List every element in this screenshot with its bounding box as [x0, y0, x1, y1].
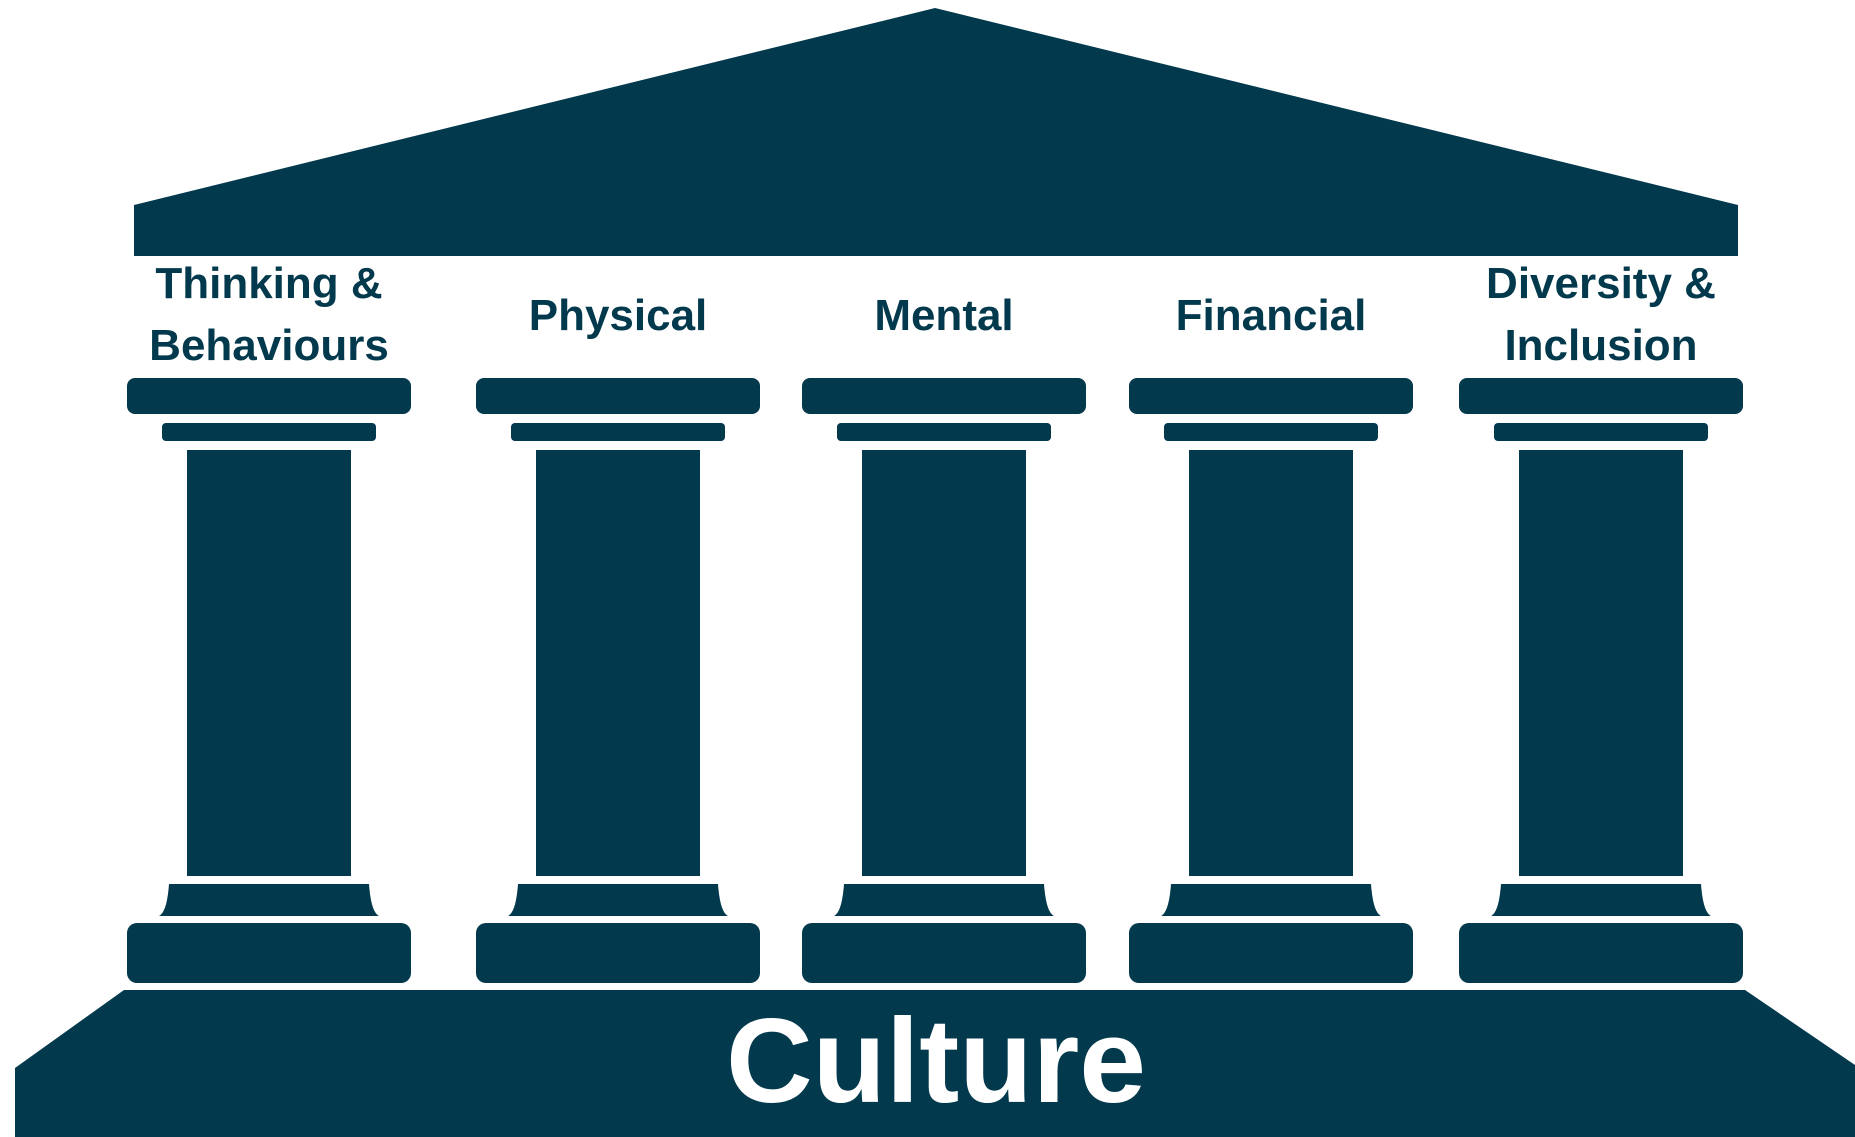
pillar-label-line: Financial — [1176, 291, 1367, 340]
pillar-plinth — [1459, 923, 1743, 983]
pillar-plinth — [476, 923, 760, 983]
pillar-capital-ring — [162, 423, 376, 441]
pillar-diversity-inclusion: Diversity & Inclusion — [1459, 259, 1743, 983]
pillar-thinking-behaviours: Thinking & Behaviours — [127, 259, 411, 983]
pillar-physical: Physical — [476, 291, 760, 983]
pillar-base-flare — [1491, 884, 1711, 916]
pillar-label-line: Diversity & — [1486, 259, 1716, 308]
pillar-shaft — [187, 450, 351, 876]
pillar-capital — [1129, 378, 1413, 414]
pillar-capital — [802, 378, 1086, 414]
pillar-plinth — [127, 923, 411, 983]
pillar-base-flare — [834, 884, 1054, 916]
pillar-shaft — [1519, 450, 1683, 876]
pillar-shaft — [1189, 450, 1353, 876]
foundation-label: Culture — [726, 994, 1146, 1128]
pillar-label-line: Inclusion — [1504, 321, 1697, 370]
pillar-capital — [476, 378, 760, 414]
pillar-financial: Financial — [1129, 291, 1413, 983]
pillar-plinth — [1129, 923, 1413, 983]
pillar-capital — [1459, 378, 1743, 414]
pillars: Thinking & Behaviours Physical Mental Financ… — [127, 259, 1743, 983]
pillar-capital-ring — [1494, 423, 1708, 441]
pillar-label-line: Thinking & — [155, 259, 382, 308]
pillar-label-line: Mental — [874, 291, 1013, 340]
pillar-capital — [127, 378, 411, 414]
roof — [134, 8, 1738, 256]
pillar-shaft — [862, 450, 1026, 876]
pillar-mental: Mental — [802, 291, 1086, 983]
pillar-label-line: Physical — [529, 291, 708, 340]
pillar-label-line: Behaviours — [149, 321, 389, 370]
pillar-base-flare — [1161, 884, 1381, 916]
pillar-shaft — [536, 450, 700, 876]
foundation-base — [15, 990, 1855, 1137]
pillar-plinth — [802, 923, 1086, 983]
pillar-capital-ring — [1164, 423, 1378, 441]
pillar-capital-ring — [837, 423, 1051, 441]
pillar-capital-ring — [511, 423, 725, 441]
pillar-base-flare — [159, 884, 379, 916]
pillar-base-flare — [508, 884, 728, 916]
